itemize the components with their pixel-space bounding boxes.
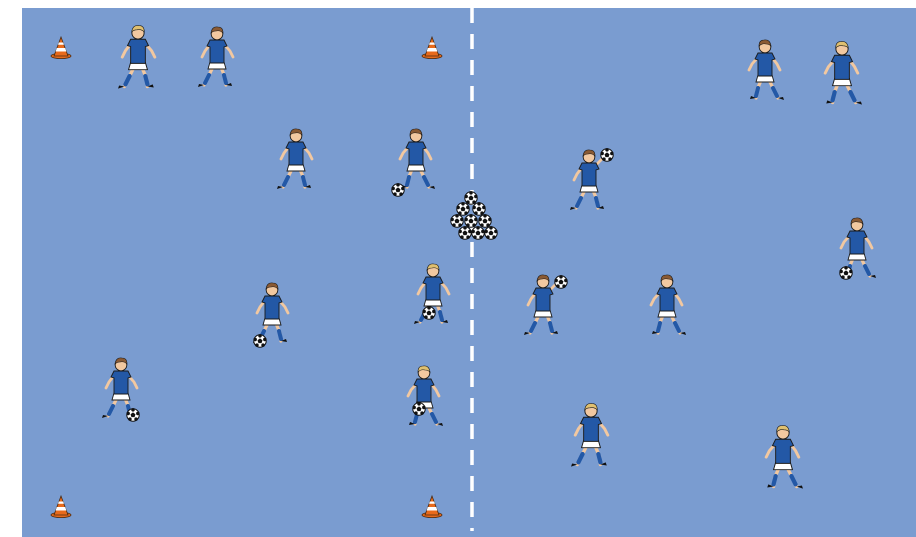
ball-icon [422,306,435,319]
ball-icon [126,408,139,421]
ball-icon [450,214,463,227]
ball-icon [464,191,477,204]
ball-icon [456,202,469,215]
ball-icon [839,266,852,279]
ball-icon [478,214,491,227]
ball-icon [471,226,484,239]
ball-icon [253,334,266,347]
ball-icon [484,226,497,239]
ball-icon [472,202,485,215]
ball-icon [600,148,613,161]
ball-icon [391,183,404,196]
ball-icon [464,214,477,227]
ball-icon [554,275,567,288]
ball-icon [412,402,425,415]
ball-icon [458,226,471,239]
